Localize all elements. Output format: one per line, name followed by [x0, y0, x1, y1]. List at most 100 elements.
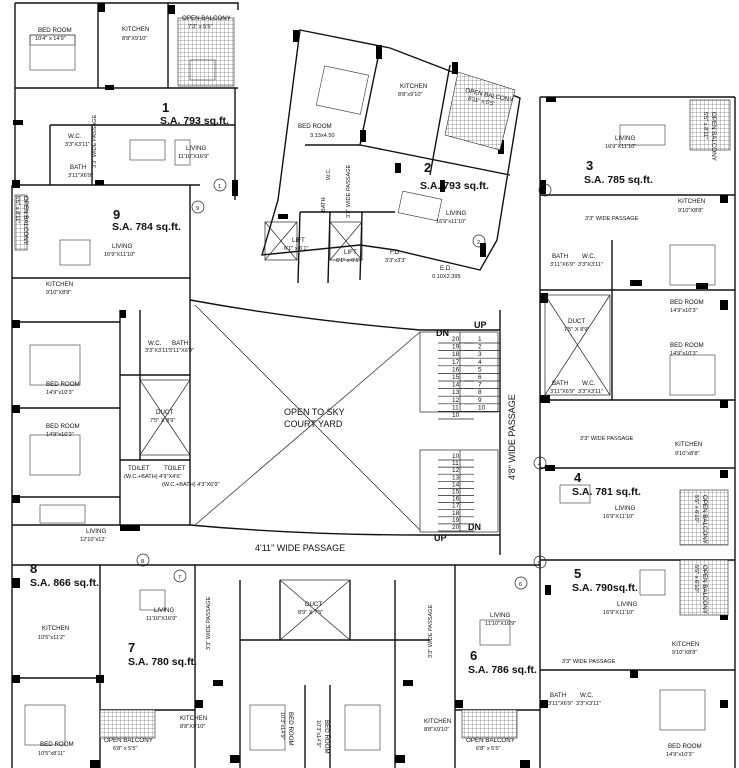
left-duct-name: DUCT — [156, 409, 173, 416]
u1-bath-name: BATH — [70, 164, 86, 171]
u7-area: S.A. 780 sq.ft. — [128, 656, 197, 668]
u9-bedroom1-name: BED ROOM — [46, 381, 80, 388]
u7-number: 7 — [128, 640, 135, 655]
u9-wc-name: W.C. — [148, 340, 162, 347]
stair-step-topleft-4: 4 — [478, 359, 482, 366]
stair-step-topleft-1: 1 — [478, 336, 482, 343]
u9-toilet2-name: TOILET — [164, 465, 186, 472]
common-areas: OPEN TO SKY COURT YARD 4'11" WIDE PASSAG… — [255, 394, 517, 553]
u9-bedroom2-dim: 14'9"x10'3" — [46, 432, 74, 438]
stair-step-top-19: 19 — [452, 344, 460, 351]
passage-vertical: 4'8" WIDE PASSAGE — [507, 394, 517, 480]
u3-kitchen-dim: 9'10"X8'8" — [678, 208, 703, 214]
u6-bedroom-dim: 10'3"x14'9" — [315, 720, 321, 748]
u5-bedroom-name: BED ROOM — [668, 743, 702, 750]
u3-wc-name: W.C. — [582, 253, 596, 260]
u8-number: 8 — [30, 561, 37, 576]
u2-passage: 3'3" WIDE PASSAGE — [346, 164, 352, 218]
u1-living-name: LIVING — [186, 145, 206, 152]
u1-bedroom-dim: 10'4" x 14'9" — [35, 36, 66, 42]
u9-toilet2-dim: (W.C.+BATH) 4'3"X6'9" — [162, 482, 219, 488]
courtyard-lines — [194, 304, 421, 531]
u4-area: S.A. 781 sq.ft. — [572, 486, 641, 498]
u6-living-name: LIVING — [490, 612, 510, 619]
u3-number: 3 — [586, 158, 593, 173]
lift1-name: LIFT — [292, 237, 305, 244]
u7-kitchen-dim: 8'8"X9'10" — [180, 724, 205, 730]
unit-6: LIVING 11'10"X16'9" KITCHEN 8'8"X9'10" O… — [315, 576, 537, 754]
stair-step-topleft-5: 5 — [478, 366, 482, 373]
unit-7: LIVING 11'10"X16'9" KITCHEN 8'8"X9'10" O… — [104, 569, 294, 752]
lifts — [264, 221, 363, 261]
u4-bath-dim: 3'11"X6'9" — [550, 389, 575, 395]
u5-kitchen-dim: 9'10"X8'8" — [672, 650, 697, 656]
u1-bath-dim: 3'11"X6'9" — [68, 173, 93, 179]
stair-step-top-13: 13 — [452, 389, 460, 396]
stair-step-topleft-8: 8 — [478, 389, 482, 396]
fd-dim: 3'3"x3'3" — [385, 258, 406, 264]
stair-step-bottom-20: 20 — [452, 524, 460, 531]
u1-passage: 3'3" WIDE PASSAGE — [92, 114, 98, 168]
u2-bedroom-name: BED ROOM — [298, 123, 332, 130]
right-duct-dim: 7'5" X 8'9" — [564, 327, 589, 333]
stair-step-bottom-12: 12 — [452, 467, 460, 474]
stair-step-top-20: 20 — [452, 336, 460, 343]
balconies — [14, 17, 731, 739]
u1-living-dim: 11'10"X16'9" — [178, 154, 209, 160]
u9-living-name: LIVING — [112, 243, 132, 250]
unit-3: LIVING 16'9"X11'10" OPEN BALCONY 5'5" x … — [538, 112, 717, 314]
u5-wc-name: W.C. — [580, 692, 594, 699]
u6-kitchen-dim: 8'8"X9'10" — [424, 727, 449, 733]
bottom-duct-dim: 8'9" X 7'5" — [298, 610, 323, 616]
u4-balcony-dim: 5'5" x 6'10" — [693, 495, 699, 523]
unit-1: BED ROOM 10'4" x 14'9" KITCHEN 8'8"X9'10… — [35, 15, 231, 192]
u5-balcony-name: OPEN BALCONY — [701, 565, 708, 614]
u5-bedroom-dim: 14'9"x10'3" — [666, 752, 694, 758]
u5-bath-name: BATH — [550, 692, 566, 699]
u4-balcony-name: OPEN BALCONY — [701, 495, 708, 544]
u2-number: 2 — [424, 160, 431, 175]
u4-living-dim: 16'9"X11'10" — [603, 514, 634, 520]
u1-area: S.A. 793 sq.ft. — [160, 115, 229, 127]
u8-living-name: LIVING — [86, 528, 106, 535]
bottom-service: DUCT 8'9" X 7'5" DUCT 7'5" X 8'9" DUCT 7… — [150, 318, 589, 616]
u3-passage: 3'3" WIDE PASSAGE — [585, 216, 639, 222]
u1-number: 1 — [162, 100, 169, 115]
u6-balcony-dim: 6'8" x 5'5" — [476, 746, 500, 752]
bottom-duct-name: DUCT — [305, 601, 322, 608]
u9-bedroom1-dim: 14'9"x10'3" — [46, 390, 74, 396]
ducts — [139, 294, 611, 641]
u1-wc-dim: 3'3"X3'11" — [65, 142, 90, 148]
u9-bedroom2-name: BED ROOM — [46, 423, 80, 430]
u6-living-dim: 11'10"X16'9" — [485, 621, 516, 627]
left-duct-dim: 7'5" X 8'9" — [150, 418, 175, 424]
u7-bedroom-name: BED ROOM — [287, 712, 294, 746]
stair-step-top-17: 17 — [452, 359, 460, 366]
u9-toilet1-dim: (W.C.+BATH) 4'9"X4'6" — [124, 474, 181, 480]
u7-living-name: LIVING — [154, 607, 174, 614]
u3-door-no: 3 — [543, 189, 546, 195]
u7-passage: 3'3" WIDE PASSAGE — [206, 596, 212, 650]
u6-balcony-name: OPEN BALCONY — [466, 737, 515, 744]
lift-lobby: LIFT 6'1" x 6'1" LIFT 6'1" x 6'1" F.D. 3… — [284, 237, 461, 280]
u9-balcony-dim: 5'5" x 8'11" — [14, 196, 20, 223]
u5-living-dim: 16'9"X11'10" — [603, 610, 634, 616]
u5-door-no: 5 — [538, 561, 541, 567]
u4-wc-name: W.C. — [582, 380, 596, 387]
stair-step-bottom-13: 13 — [452, 474, 460, 481]
u8-bedroom-name: BED ROOM — [40, 741, 74, 748]
courtyard-line2: COURT YARD — [284, 419, 343, 429]
stair-dn-bottom: DN — [468, 522, 481, 532]
u6-number: 6 — [470, 648, 477, 663]
stair-step-top-16: 16 — [452, 366, 460, 373]
u6-door-no: 6 — [519, 582, 522, 588]
u9-toilet1-name: TOILET — [128, 465, 150, 472]
stair-step-bottom-14: 14 — [452, 481, 460, 488]
u8-bedroom-dim: 10'5"x8'11" — [38, 751, 65, 757]
u8-door-no: 8 — [141, 559, 144, 565]
